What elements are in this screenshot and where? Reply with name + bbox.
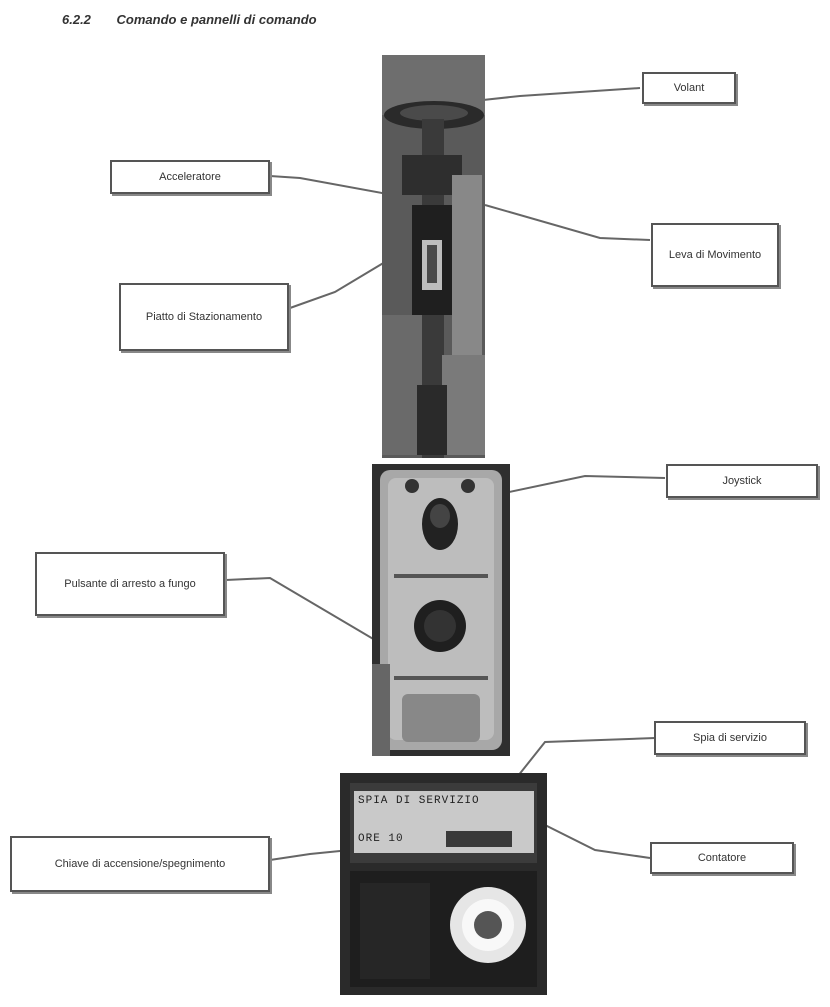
label-volante: Volant [642, 72, 736, 104]
instrument-panel-image [340, 773, 547, 995]
leader-piatto [289, 261, 386, 309]
joystick-panel-photo [372, 464, 510, 756]
display-line-1: SPIA DI SERVIZIO [358, 795, 480, 807]
instrument-panel-photo: SPIA DI SERVIZIO ORE 10 [340, 773, 547, 995]
leader-joystick [489, 474, 666, 497]
label-acceleratore: Acceleratore [110, 160, 270, 194]
leader-contatore [524, 814, 651, 859]
label-piatto-stazionamento: Piatto di Stazionamento [119, 283, 289, 351]
label-leva-movimento: Leva di Movimento [651, 223, 779, 287]
steering-column-photo [382, 55, 485, 458]
leader-spia [509, 737, 656, 787]
leader-volante [482, 87, 641, 101]
steering-column-image [382, 55, 485, 458]
leader-leva [484, 204, 651, 241]
label-contatore: Contatore [650, 842, 794, 874]
leader-arresto [225, 576, 376, 641]
label-spia-servizio: Spia di servizio [654, 721, 806, 755]
display-line-2: ORE 10 [358, 833, 404, 845]
section-number: 6.2.2 [62, 12, 91, 27]
section-heading: 6.2.2 Comando e pannelli di comando [62, 12, 317, 27]
leader-chiave [269, 849, 351, 861]
label-pulsante-arresto: Pulsante di arresto a fungo [35, 552, 225, 616]
section-title: Comando e pannelli di comando [116, 12, 317, 27]
leader-acceleratore [269, 175, 421, 201]
label-joystick: Joystick [666, 464, 818, 498]
label-chiave-accensione: Chiave di accensione/spegnimento [10, 836, 270, 892]
joystick-panel-image [372, 464, 510, 756]
